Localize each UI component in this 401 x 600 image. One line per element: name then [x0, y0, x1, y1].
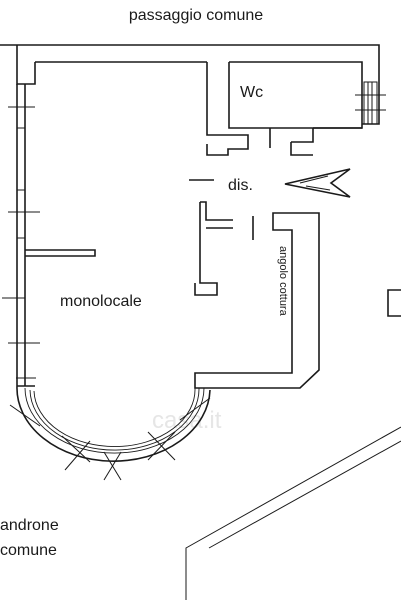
left-windows [8, 106, 96, 344]
corridor-label: passaggio comune [129, 7, 263, 24]
lobby-label-line1: androne [0, 517, 59, 534]
hallway-label: dis. [228, 177, 253, 194]
kitchen-corner-label: angolo cottura [277, 246, 289, 317]
entrance-arrow-icon [284, 168, 351, 198]
round-bay [9, 377, 211, 481]
studio-room-label: monolocale [60, 293, 142, 310]
building-outline [185, 289, 401, 600]
outer-walls [0, 44, 380, 386]
wc-room [206, 62, 386, 156]
wc-label: Wc [240, 84, 263, 101]
lobby-label-line2: comune [0, 542, 57, 559]
hallway [189, 179, 320, 389]
